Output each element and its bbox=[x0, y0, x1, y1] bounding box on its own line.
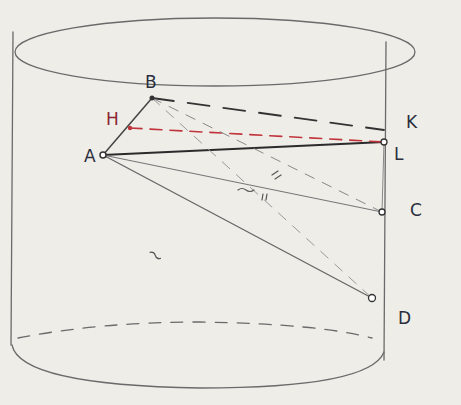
point-label: A bbox=[84, 148, 96, 165]
point-label: K bbox=[406, 114, 417, 131]
point-label: D bbox=[398, 310, 411, 327]
point-label: H bbox=[106, 111, 119, 128]
point-label: B bbox=[145, 74, 157, 91]
point-label: L bbox=[394, 146, 403, 163]
point-label: C bbox=[410, 202, 422, 219]
